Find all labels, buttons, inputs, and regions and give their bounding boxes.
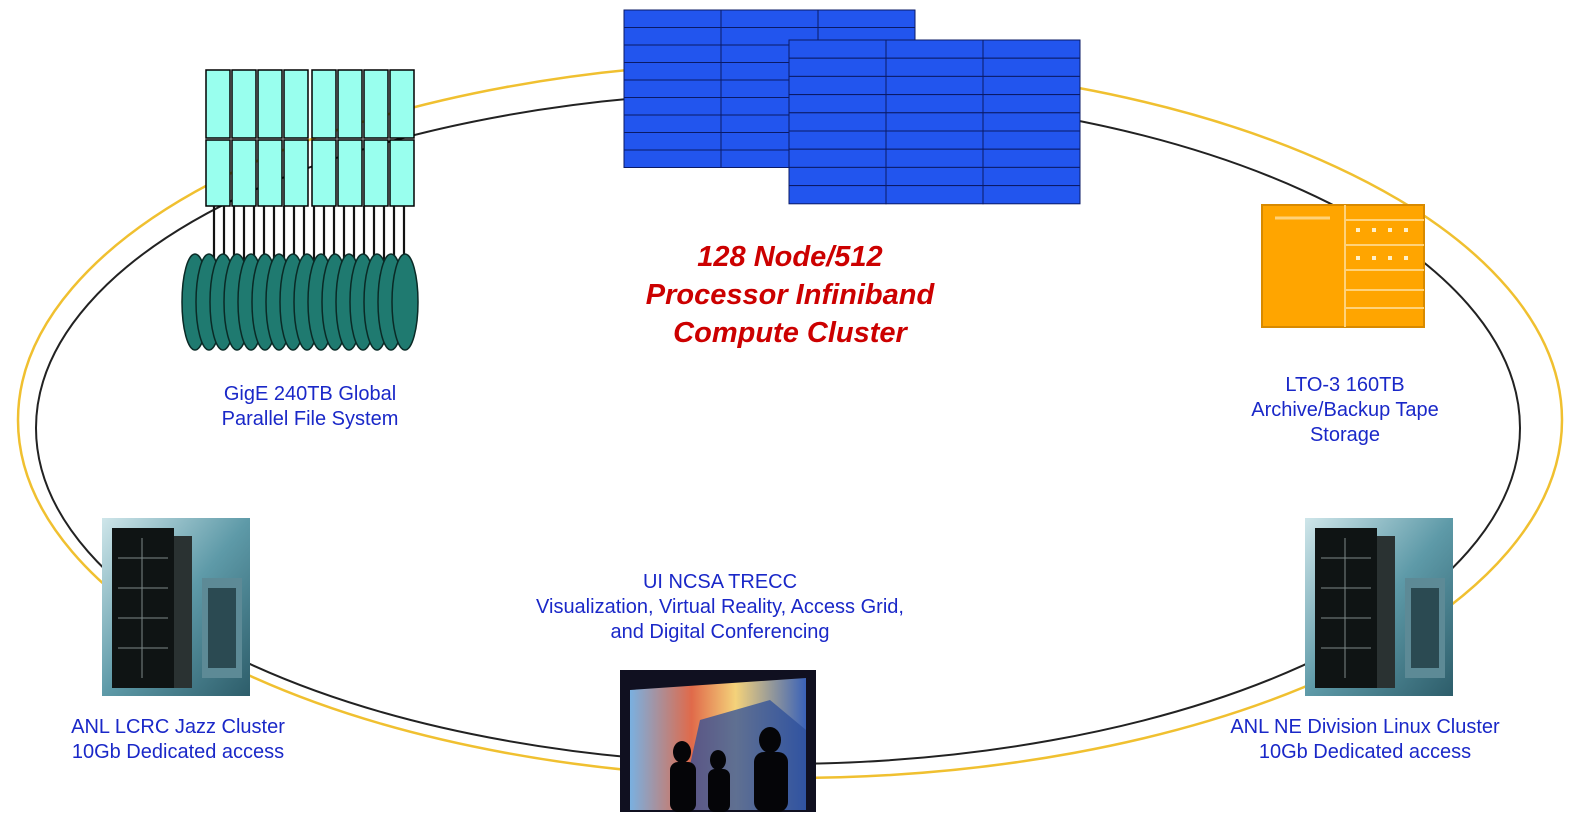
ne-cluster-label-line: ANL NE Division Linux Cluster — [1230, 716, 1500, 738]
trecc-label-line: Visualization, Virtual Reality, Access G… — [536, 596, 904, 618]
jazz-cluster-label: ANL LCRC Jazz Cluster 10Gb Dedicated acc… — [28, 715, 328, 765]
compute-cluster-title: 128 Node/512 Processor Infiniband Comput… — [560, 238, 1020, 352]
tape-storage-label: LTO-3 160TB Archive/Backup Tape Storage — [1195, 373, 1495, 448]
trecc-label: UI NCSA TRECC Visualization, Virtual Rea… — [440, 570, 1000, 645]
ne-cluster-label: ANL NE Division Linux Cluster 10Gb Dedic… — [1185, 715, 1545, 765]
server-rack-array-icon — [623, 9, 1081, 205]
jazz-cluster-label-line: ANL LCRC Jazz Cluster — [71, 716, 285, 738]
datacenter-rack-photo — [1305, 518, 1453, 696]
tape-storage-label-line: LTO-3 160TB — [1285, 374, 1405, 396]
file-system-label: GigE 240TB Global Parallel File System — [170, 382, 450, 432]
disk-array-icon — [181, 69, 419, 351]
disk-stack — [181, 253, 419, 351]
compute-panel-front — [788, 39, 1081, 205]
datacenter-rack-photo — [102, 518, 250, 696]
storage-units — [205, 69, 415, 207]
file-system-label-line: GigE 240TB Global — [223, 383, 397, 405]
jazz-cluster-label-line: 10Gb Dedicated access — [71, 741, 285, 763]
file-system-label-line: Parallel File System — [221, 408, 399, 430]
tape-library-icon — [1261, 204, 1425, 328]
ne-cluster-label-line: 10Gb Dedicated access — [1258, 741, 1472, 763]
tape-storage-label-line: Archive/Backup Tape — [1251, 399, 1439, 421]
trecc-label-line: and Digital Conferencing — [610, 621, 830, 643]
trecc-label-line: UI NCSA TRECC — [642, 571, 798, 593]
visualization-wall-photo — [620, 670, 816, 812]
compute-cluster-title-line: Compute Cluster — [673, 317, 907, 349]
tape-storage-label-line: Storage — [1309, 424, 1381, 446]
compute-cluster-title-line: Processor Infiniband — [645, 279, 935, 311]
compute-cluster-title-line: 128 Node/512 — [697, 241, 883, 273]
